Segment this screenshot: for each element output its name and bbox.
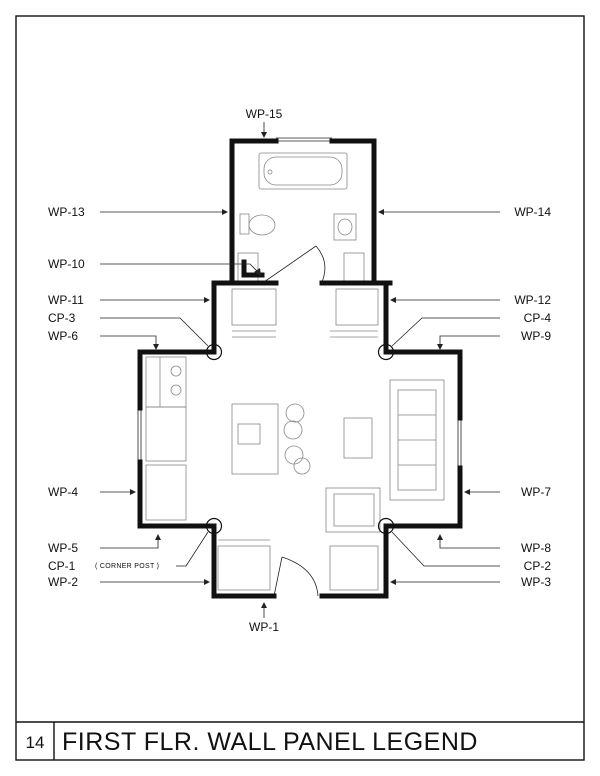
corner-posts [205, 343, 395, 535]
label-wp-8: WP-8 [521, 541, 551, 555]
label-cp-1-note: ( CORNER POST ) [95, 563, 159, 570]
label-wp-7: WP-7 [521, 485, 551, 499]
label-wp-9: WP-9 [521, 329, 551, 343]
corner-post-cp2 [377, 517, 395, 535]
page-border [15, 15, 585, 761]
corner-post-cp1 [205, 517, 223, 535]
label-wp-2: WP-2 [48, 575, 78, 589]
label-wp-14: WP-14 [514, 205, 551, 219]
label-wp-13: WP-13 [48, 205, 85, 219]
label-wp-1: WP-1 [249, 620, 279, 634]
annotations: WP-15 WP-13 WP-14 WP-10 WP-11 WP-12 CP-3… [48, 107, 551, 634]
sheet-title: FIRST FLR. WALL PANEL LEGEND [62, 728, 478, 756]
label-wp-15: WP-15 [246, 107, 283, 121]
label-cp-4: CP-4 [524, 311, 552, 325]
page-number: 14 [26, 733, 45, 752]
corner-post-cp3 [205, 343, 223, 361]
label-wp-6: WP-6 [48, 329, 78, 343]
label-cp-1: CP-1 [48, 559, 76, 573]
label-cp-2: CP-2 [524, 559, 552, 573]
label-wp-12: WP-12 [514, 293, 551, 307]
walls [137, 138, 463, 599]
openings [137, 137, 462, 597]
corner-post-cp4 [377, 343, 395, 361]
title-block: 14 FIRST FLR. WALL PANEL LEGEND [16, 721, 584, 760]
label-wp-3: WP-3 [521, 575, 551, 589]
label-wp-10: WP-10 [48, 257, 85, 271]
label-wp-5: WP-5 [48, 541, 78, 555]
label-cp-3: CP-3 [48, 311, 76, 325]
label-wp-11: WP-11 [48, 293, 84, 307]
label-wp-4: WP-4 [48, 485, 78, 499]
